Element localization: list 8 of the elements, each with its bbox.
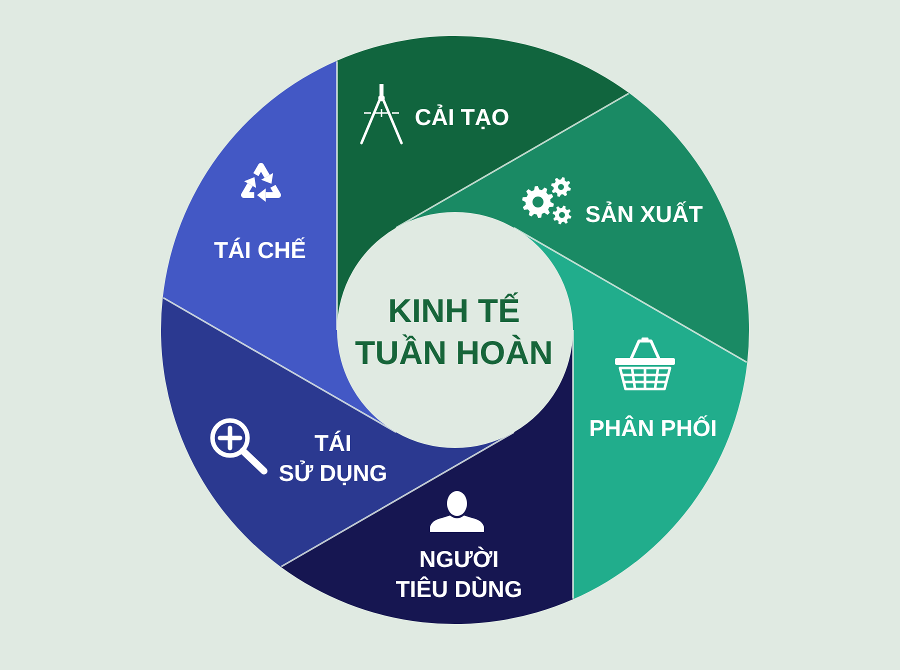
segment-label: TÁI CHẾ — [214, 236, 306, 265]
segment-label: SẢN XUẤT — [585, 200, 703, 229]
hub-label: KINH TẾ TUẦN HOÀN — [355, 291, 553, 373]
segment-label: CẢI TẠO — [414, 103, 510, 132]
segment-label: NGƯỜI TIÊU DÙNG — [396, 545, 522, 604]
ring-segment — [280, 329, 574, 624]
segment-label: PHÂN PHỐI — [589, 414, 717, 443]
segment-label: TÁI SỬ DỤNG — [278, 429, 388, 488]
